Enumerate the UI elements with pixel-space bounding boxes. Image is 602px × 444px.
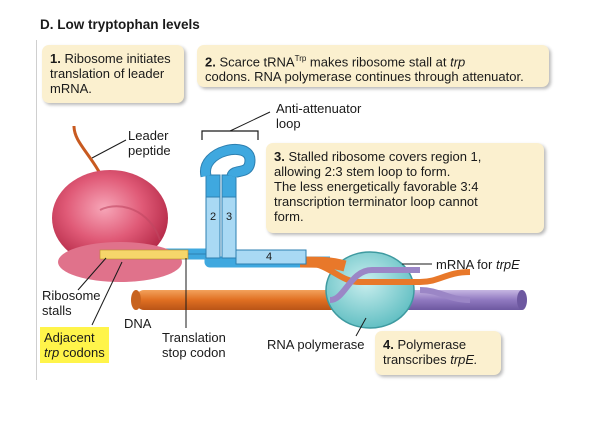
step-3-line-3: The less energetically favorable 3:4	[274, 179, 479, 194]
step-2-superscript: Trp	[294, 54, 307, 63]
dna-label: DNA	[124, 316, 152, 331]
step-4-line-2: transcribes	[383, 352, 451, 367]
step-2-line-2: codons. RNA polymerase continues through…	[205, 69, 524, 85]
step-1-line-3: mRNA.	[50, 81, 92, 96]
trp-codon-region	[99, 249, 189, 260]
leader-peptide-label: Leader peptide	[128, 128, 171, 158]
step-4-italic: trpE.	[450, 352, 478, 367]
region-4-label: 4	[266, 251, 273, 263]
step-3-line-5: form.	[274, 209, 304, 224]
adjacent-trp-codons-label: Adjacent trp codons	[40, 327, 109, 363]
rna-polymerase-label: RNA polymerase	[267, 337, 365, 352]
region-4-box	[235, 249, 307, 265]
step-4-box: 4. Polymerase transcribes trpE.	[375, 331, 501, 375]
region-2-label: 2	[210, 211, 217, 223]
step-3-number: 3.	[274, 149, 285, 164]
step-2-italic: trp	[450, 54, 466, 70]
step-1-line-1: Ribosome initiates	[64, 51, 171, 66]
mrna-trpe-label: mRNA for trpE	[436, 257, 520, 272]
step-2-number: 2.	[205, 54, 216, 70]
left-rule	[36, 40, 37, 380]
stem-region-3	[221, 195, 237, 259]
step-3-line-1: Stalled ribosome covers region 1,	[288, 149, 482, 164]
step-3-line-2: allowing 2:3 stem loop to form.	[274, 164, 451, 179]
step-1-box: 1. Ribosome initiates translation of lea…	[42, 45, 184, 103]
step-1-number: 1.	[50, 51, 61, 66]
translation-stop-codon-label: Translation stop codon	[162, 330, 226, 360]
ribosome-large-subunit	[52, 170, 168, 266]
ribosome-small-subunit	[58, 242, 182, 282]
region-3-label: 3	[226, 211, 233, 223]
step-1-line-2: translation of leader	[50, 66, 165, 81]
anti-attenuator-label: Anti-attenuator loop	[276, 101, 362, 131]
dna-orange-segment	[136, 290, 364, 310]
step-3-line-4: transcription terminator loop cannot	[274, 194, 478, 209]
stem-region-2	[205, 195, 221, 259]
step-2-box: 2. Scarce tRNATrp makes ribosome stall a…	[197, 45, 549, 87]
step-4-line-1: Polymerase	[397, 337, 467, 352]
step-2-text-b: makes ribosome stall at	[306, 54, 451, 70]
step-4-number: 4.	[383, 337, 394, 352]
step-2-text-a: Scarce tRNA	[219, 54, 295, 70]
ribosome-stalls-label: Ribosome stalls	[42, 288, 101, 318]
figure-title: D. Low tryptophan levels	[40, 17, 200, 32]
step-3-box: 3. Stalled ribosome covers region 1, all…	[266, 143, 544, 233]
